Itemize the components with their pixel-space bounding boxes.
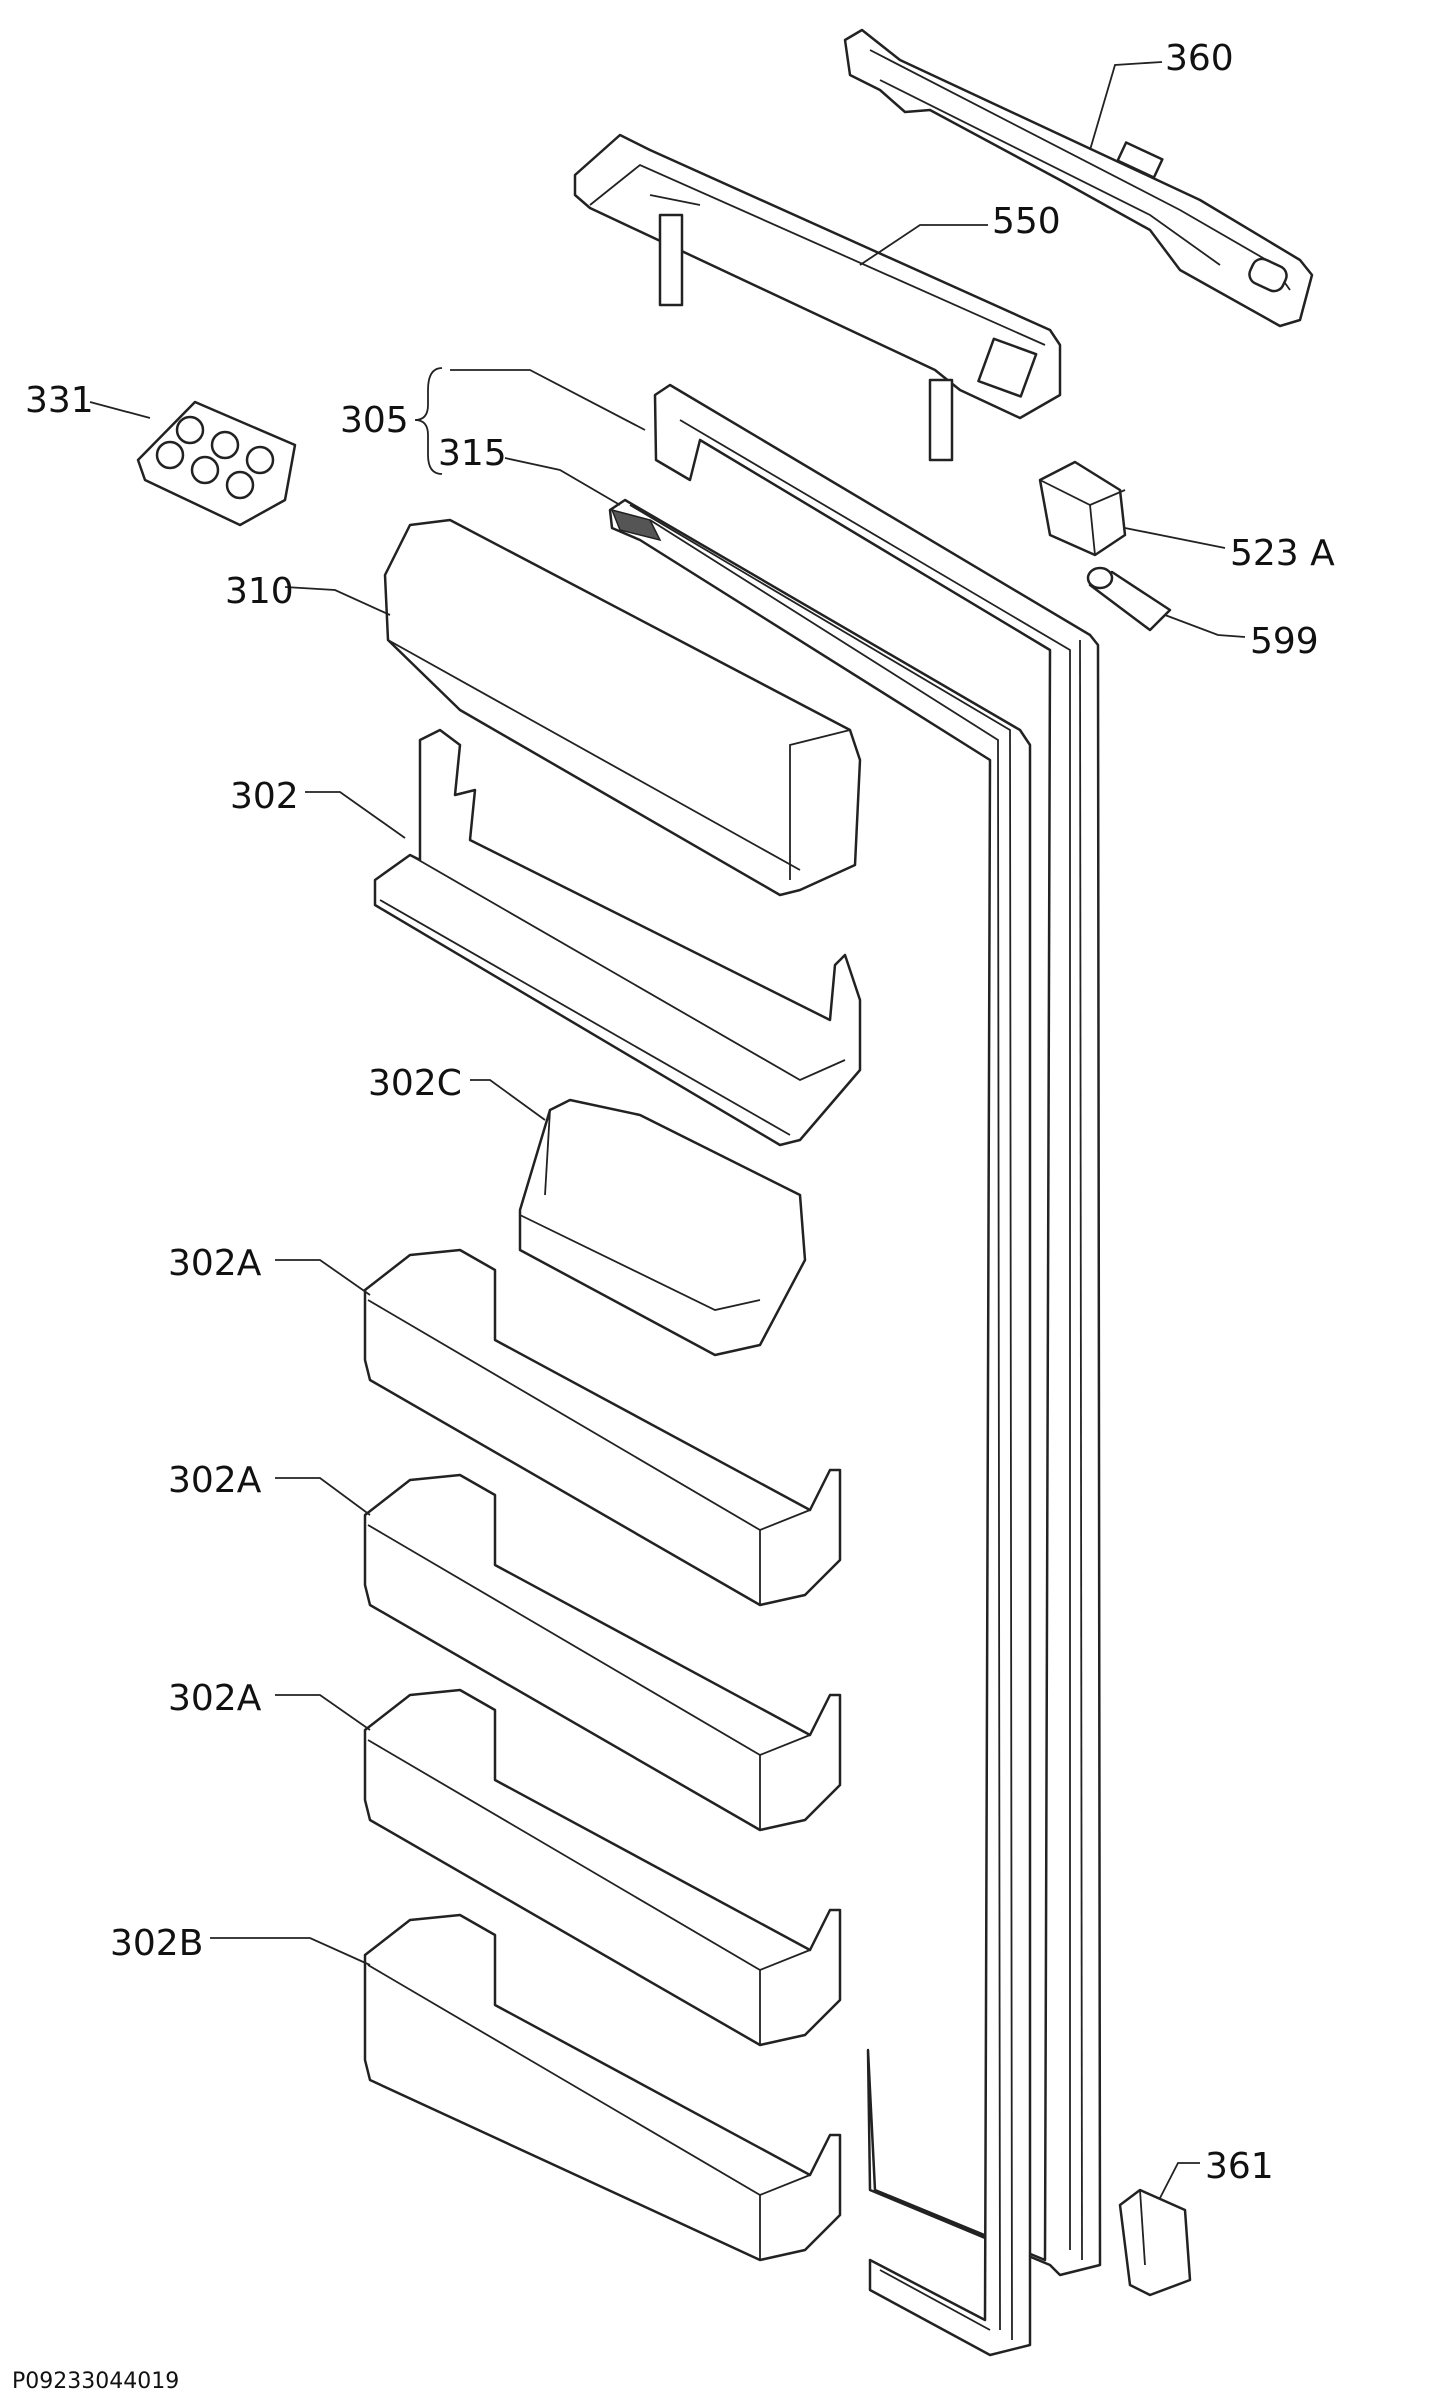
leader-599: [1164, 614, 1246, 638]
leader-302a-1: [275, 1259, 371, 1296]
label-331: 331: [25, 380, 94, 421]
leader-310: [284, 586, 391, 616]
label-361: 361: [1205, 2146, 1274, 2187]
part-302b-bottle-shelf-tall: [363, 1913, 842, 2262]
leader-302c: [470, 1079, 546, 1121]
label-550: 550: [992, 201, 1061, 242]
label-302a-2: 302A: [168, 1460, 262, 1501]
part-599-pin: [1086, 566, 1172, 632]
part-302a-bottle-shelf-1: [363, 1248, 842, 1607]
part-550-hinge-cover: [573, 133, 1062, 462]
label-360: 360: [1165, 38, 1234, 79]
label-302b: 302B: [110, 1923, 203, 1964]
part-331-egg-tray: [136, 400, 297, 527]
label-599: 599: [1250, 621, 1319, 662]
part-361-clip: [1118, 2188, 1192, 2297]
leader-302a-3: [275, 1694, 371, 1731]
part-523a-hinge-block: [1038, 460, 1127, 557]
leader-302a-2: [275, 1477, 371, 1516]
drawing-code: P09233044019: [12, 2369, 179, 2394]
part-302-door-shelf: [373, 728, 862, 1147]
leader-305: [450, 369, 646, 431]
leader-302: [305, 791, 406, 839]
label-315: 315: [438, 433, 507, 474]
leader-550: [859, 224, 988, 266]
leader-305-brace: [414, 367, 443, 475]
label-302c: 302C: [368, 1063, 462, 1104]
label-310: 310: [225, 571, 294, 612]
leader-360: [1089, 61, 1163, 151]
label-523a: 523 A: [1230, 533, 1335, 574]
part-310-dairy-lid: [383, 518, 862, 897]
leader-361: [1159, 2162, 1200, 2199]
part-302a-bottle-shelf-3: [363, 1688, 842, 2047]
part-302a-bottle-shelf-2: [363, 1473, 842, 1832]
label-302: 302: [230, 776, 299, 817]
part-305-door-frame: [653, 383, 1102, 2277]
label-302a-1: 302A: [168, 1243, 262, 1284]
part-360-hinge-bracket: [843, 28, 1314, 328]
label-305: 305: [340, 400, 409, 441]
leader-315: [504, 457, 621, 506]
leader-523a: [1124, 527, 1226, 549]
leader-331: [89, 401, 151, 419]
part-302c-small-bin: [518, 1098, 807, 1357]
label-302a-3: 302A: [168, 1678, 262, 1719]
leader-302b: [210, 1937, 371, 1966]
part-315-door-gasket: [608, 498, 1032, 2357]
